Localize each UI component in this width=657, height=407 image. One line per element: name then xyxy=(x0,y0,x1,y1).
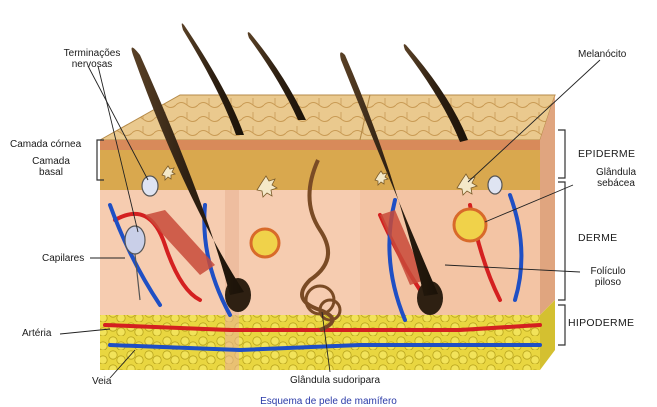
layer-brackets xyxy=(558,130,565,345)
label-camada-cornea: Camada córnea xyxy=(10,139,81,150)
layer-derme: DERME xyxy=(578,232,617,244)
label-capilares: Capilares xyxy=(42,253,84,264)
layer-epiderme: EPIDERME xyxy=(578,148,635,160)
layer-hipoderme: HIPODERME xyxy=(568,317,634,329)
label-melanocito: Melanócito xyxy=(578,49,626,60)
label-veia: Veia xyxy=(92,376,111,387)
label-terminacoes-nervosas: Terminações nervosas xyxy=(52,48,132,70)
right-block xyxy=(360,140,540,370)
label-foliculo-piloso: Folículo piloso xyxy=(578,266,638,288)
label-arteria: Artéria xyxy=(22,328,51,339)
label-glandula-sebacea: Glândula sebácea xyxy=(586,167,646,189)
label-camada-basal: Camada basal xyxy=(26,156,76,178)
label-glandula-sudoripara: Glândula sudoripara xyxy=(290,375,380,386)
figure-caption: Esquema de pele de mamífero xyxy=(0,396,657,407)
